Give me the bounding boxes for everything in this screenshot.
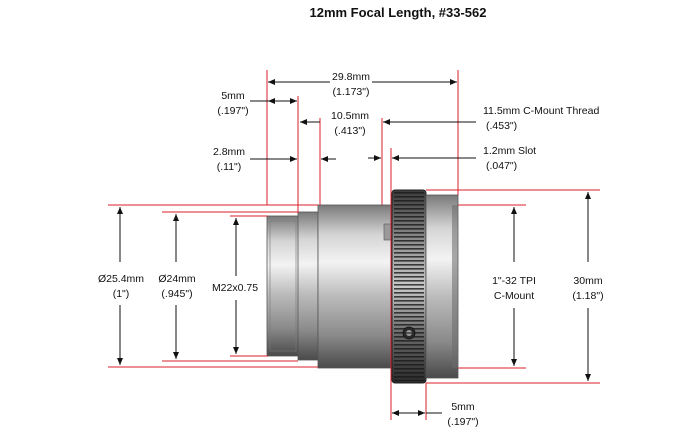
label-tpi: 1"-32 TPI — [492, 275, 536, 287]
label-thread-2-8mm: 2.8mm — [213, 146, 245, 158]
label-rear-5mm: 5mm — [451, 401, 475, 413]
label-dia-25-4mm-in: (1") — [113, 288, 130, 300]
label-dia-25-4mm: Ø25.4mm — [98, 273, 144, 285]
label-cmount-thread-in: (.453") — [486, 120, 517, 132]
label-height-30mm: 30mm — [573, 275, 602, 287]
figure-title: 12mm Focal Length, #33-562 — [309, 5, 486, 20]
label-front-5mm-in: (.197") — [217, 105, 248, 117]
label-dia-24mm-in: (.945") — [161, 288, 192, 300]
label-cmount-thread: 11.5mm C-Mount Thread — [483, 105, 599, 117]
label-slot: 1.2mm Slot — [483, 145, 536, 157]
label-overall-length-in: (1.173") — [333, 86, 370, 98]
lens-body — [266, 189, 459, 384]
label-thread-2-8mm-in: (.11") — [217, 161, 242, 173]
label-cmount: C-Mount — [494, 290, 534, 302]
label-front-5mm: 5mm — [221, 90, 245, 102]
label-height-30mm-in: (1.18") — [572, 290, 603, 302]
label-barrel-10-5mm-in: (.413") — [334, 125, 365, 137]
label-slot-in: (.047") — [486, 160, 517, 172]
label-m22-thread: M22x0.75 — [212, 282, 258, 294]
label-overall-length: 29.8mm — [332, 71, 370, 83]
label-dia-24mm: Ø24mm — [158, 273, 196, 285]
dimension-lines — [117, 79, 591, 416]
extension-lines — [108, 70, 600, 420]
label-rear-5mm-in: (.197") — [447, 416, 478, 428]
label-barrel-10-5mm: 10.5mm — [331, 110, 369, 122]
dimension-labels: 29.8mm (1.173") 5mm (.197") 2.8mm (.11")… — [98, 71, 604, 428]
